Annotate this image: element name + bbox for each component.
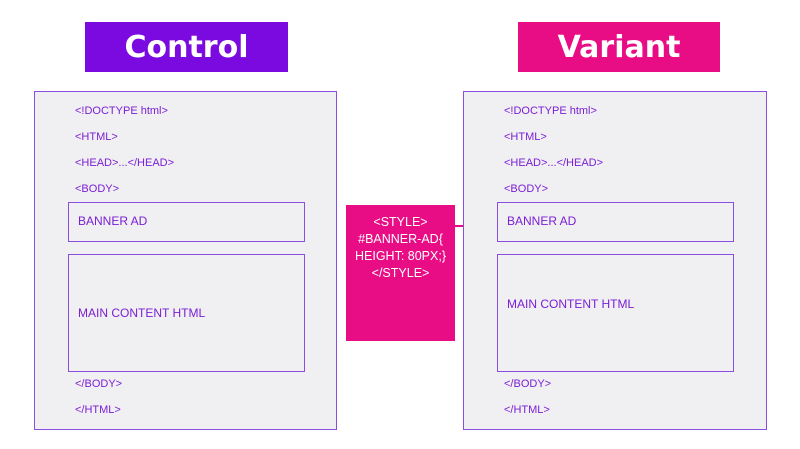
html-open-line: <HTML> bbox=[75, 131, 118, 143]
doctype-line: <!DOCTYPE html> bbox=[504, 105, 597, 117]
body-close-line: </BODY> bbox=[75, 378, 123, 390]
body-close-line: </BODY> bbox=[504, 378, 552, 390]
html-open-line: <HTML> bbox=[504, 131, 547, 143]
doctype-line: <!DOCTYPE html> bbox=[75, 105, 168, 117]
control-panel: <!DOCTYPE html> <HTML> <HEAD>...</HEAD> … bbox=[34, 91, 337, 430]
style-line: HEIGHT: 80PX;} bbox=[354, 249, 446, 263]
banner-ad-label: BANNER AD bbox=[78, 214, 148, 228]
main-content-box: MAIN CONTENT HTML bbox=[497, 254, 734, 372]
variant-title: Variant bbox=[518, 22, 720, 72]
main-content-label: MAIN CONTENT HTML bbox=[507, 297, 635, 311]
head-line: <HEAD>...</HEAD> bbox=[75, 157, 175, 169]
banner-ad-label: BANNER AD bbox=[507, 214, 577, 228]
variant-panel: <!DOCTYPE html> <HTML> <HEAD>...</HEAD> … bbox=[463, 91, 767, 430]
html-close-line: </HTML> bbox=[75, 404, 121, 416]
body-open-line: <BODY> bbox=[504, 183, 549, 195]
control-title: Control bbox=[85, 22, 288, 72]
head-line: <HEAD>...</HEAD> bbox=[504, 157, 604, 169]
style-injection-box: <STYLE> #BANNER-AD{ HEIGHT: 80PX;} </STY… bbox=[346, 205, 455, 341]
style-line: </STYLE> bbox=[371, 266, 430, 280]
banner-ad-box: BANNER AD bbox=[497, 202, 734, 242]
body-open-line: <BODY> bbox=[75, 183, 120, 195]
style-line: <STYLE> bbox=[373, 215, 428, 229]
html-close-line: </HTML> bbox=[504, 404, 550, 416]
main-content-label: MAIN CONTENT HTML bbox=[78, 306, 206, 320]
banner-ad-box: BANNER AD bbox=[68, 202, 305, 242]
main-content-box: MAIN CONTENT HTML bbox=[68, 254, 305, 372]
style-line: #BANNER-AD{ bbox=[358, 232, 443, 246]
